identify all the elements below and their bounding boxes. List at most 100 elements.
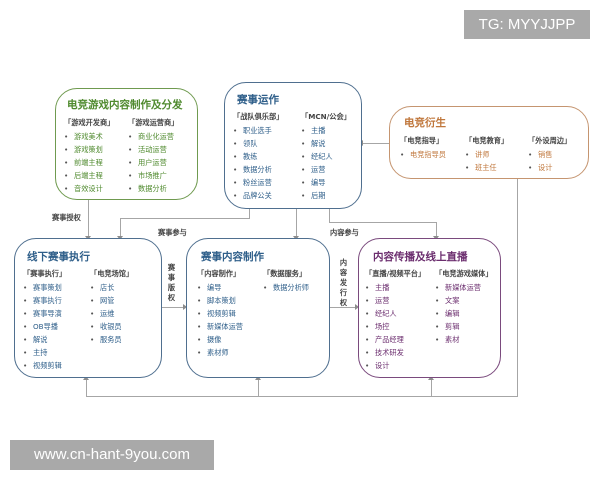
box-event-ops: 赛事运作 「战队俱乐部」 职业选手 领队 教练 数据分析 粉丝运营 品牌公关 「… bbox=[224, 82, 362, 209]
column-education: 「电竞教育」 讲师 班主任 bbox=[465, 134, 508, 174]
list-item: 服务员 bbox=[90, 333, 133, 346]
connector-derivatives-down bbox=[517, 178, 518, 397]
list-item: 后期 bbox=[301, 189, 351, 202]
arrow-right-icon bbox=[183, 304, 187, 310]
arrow-up-icon bbox=[255, 376, 261, 380]
column-streaming-platform: 「直播/视频平台」 主播 运营 经纪人 场控 产品经理 技术研发 设计 bbox=[365, 267, 425, 372]
box-title: 赛事内容制作 bbox=[201, 251, 264, 263]
list-item: 编导 bbox=[301, 176, 351, 189]
list-item: 赛事策划 bbox=[23, 281, 66, 294]
column-header: 「外设周边」 bbox=[528, 136, 572, 145]
list-item: 班主任 bbox=[465, 161, 508, 174]
list-item: 主播 bbox=[365, 281, 425, 294]
list-item: 文案 bbox=[435, 294, 493, 307]
list-item: 粉丝运营 bbox=[233, 176, 283, 189]
column-data-service: 「数据服务」 数据分析师 bbox=[263, 267, 309, 294]
column-header: 「电竞游戏媒体」 bbox=[435, 269, 493, 278]
box-game-content: 电竞游戏内容制作及分发 「游戏开发商」 游戏美术 游戏策划 前端主程 后端主程 … bbox=[55, 88, 198, 200]
connector-bus-distribution bbox=[431, 378, 432, 397]
list-item: 前端主程 bbox=[64, 156, 114, 169]
list-item: 游戏策划 bbox=[64, 143, 114, 156]
list-item: 产品经理 bbox=[365, 333, 425, 346]
list-item: 职业选手 bbox=[233, 124, 283, 137]
watermark-top-right: TG: MYYJJPP bbox=[464, 10, 590, 39]
list-item: 活动运营 bbox=[128, 143, 178, 156]
column-mcn: 「MCN/公会」 主播 解说 经纪人 运营 编导 后期 bbox=[301, 110, 351, 202]
connector-participation-v2 bbox=[120, 218, 121, 238]
list-item: 数据分析 bbox=[128, 182, 178, 195]
column-header: 「数据服务」 bbox=[263, 269, 307, 278]
list-item: 素材师 bbox=[197, 346, 243, 359]
list-item: 视频剪辑 bbox=[23, 359, 66, 372]
list-item: 教练 bbox=[233, 150, 283, 163]
list-item: 脚本策划 bbox=[197, 294, 243, 307]
column-peripherals: 「外设周边」 销售 设计 bbox=[528, 134, 571, 174]
connector-bottom-bus bbox=[86, 396, 518, 397]
list-item: 主播 bbox=[301, 124, 351, 137]
list-item: 解说 bbox=[23, 333, 66, 346]
column-event-execution: 「赛事执行」 赛事策划 赛事执行 赛事导演 OB导播 解说 主持 视频剪辑 bbox=[23, 267, 66, 372]
column-header: 「电竞教育」 bbox=[465, 136, 509, 145]
label-event-license: 赛事授权 bbox=[52, 213, 81, 222]
connector-participation-v1 bbox=[249, 208, 250, 218]
list-item: 领队 bbox=[233, 137, 283, 150]
list-item: 运维 bbox=[90, 307, 133, 320]
list-item: 讲师 bbox=[465, 148, 508, 161]
list-item: 技术研发 bbox=[365, 346, 425, 359]
column-content-production: 「内容制作」 编导 脚本策划 视频剪辑 新媒体运营 摄像 素材师 bbox=[197, 267, 243, 359]
label-distribution-rights: 内容发行权 bbox=[339, 258, 348, 307]
list-item: 新媒体运营 bbox=[197, 320, 243, 333]
connector-content-participation-h bbox=[329, 222, 437, 223]
list-item: 赛事导演 bbox=[23, 307, 66, 320]
list-item: 用户运营 bbox=[128, 156, 178, 169]
box-event-content: 赛事内容制作 「内容制作」 编导 脚本策划 视频剪辑 新媒体运营 摄像 素材师 … bbox=[186, 238, 330, 378]
list-item: 素材 bbox=[435, 333, 493, 346]
list-item: 商业化运营 bbox=[128, 130, 178, 143]
column-game-media: 「电竞游戏媒体」 新媒体运营 文案 编辑 剪辑 素材 bbox=[435, 267, 493, 346]
label-event-rights: 赛事版权 bbox=[167, 263, 176, 302]
column-header: 「直播/视频平台」 bbox=[365, 269, 426, 278]
list-item: 品牌公关 bbox=[233, 189, 283, 202]
list-item: 解说 bbox=[301, 137, 351, 150]
column-header: 「游戏运营商」 bbox=[128, 118, 179, 127]
box-derivatives: 电竞衍生 「电竞指导」 电竞指导员 「电竞教育」 讲师 班主任 「外设周边」 销… bbox=[389, 106, 589, 179]
connector-license bbox=[88, 197, 89, 238]
arrow-up-icon bbox=[428, 376, 434, 380]
connector-derivatives-ops bbox=[362, 143, 389, 144]
box-title: 赛事运作 bbox=[237, 94, 279, 106]
list-item: 后端主程 bbox=[64, 169, 114, 182]
box-distribution: 内容传播及线上直播 「直播/视频平台」 主播 运营 经纪人 场控 产品经理 技术… bbox=[358, 238, 501, 378]
column-header: 「游戏开发商」 bbox=[64, 118, 115, 127]
watermark-bottom-left: www.cn-hant-9you.com bbox=[10, 440, 214, 470]
column-game-developer: 「游戏开发商」 游戏美术 游戏策划 前端主程 后端主程 音效设计 bbox=[64, 116, 114, 195]
list-item: 收银员 bbox=[90, 320, 133, 333]
list-item: 网管 bbox=[90, 294, 133, 307]
list-item: 剪辑 bbox=[435, 320, 493, 333]
list-item: 店长 bbox=[90, 281, 133, 294]
label-content-participation: 内容参与 bbox=[330, 228, 359, 237]
list-item: OB导播 bbox=[23, 320, 66, 333]
column-header: 「电竞场馆」 bbox=[90, 269, 134, 278]
list-item: 数据分析师 bbox=[263, 281, 309, 294]
box-title: 电竞衍生 bbox=[404, 117, 446, 129]
connector-distribution-rights bbox=[330, 307, 357, 308]
list-item: 游戏美术 bbox=[64, 130, 114, 143]
arrow-up-icon bbox=[83, 376, 89, 380]
connector-bus-offline bbox=[86, 378, 87, 397]
list-item: 音效设计 bbox=[64, 182, 114, 195]
list-item: 设计 bbox=[365, 359, 425, 372]
list-item: 经纪人 bbox=[365, 307, 425, 320]
column-header: 「赛事执行」 bbox=[23, 269, 67, 278]
list-item: 运营 bbox=[365, 294, 425, 307]
list-item: 视频剪辑 bbox=[197, 307, 243, 320]
connector-ops-content bbox=[296, 208, 297, 238]
box-title: 内容传播及线上直播 bbox=[373, 251, 468, 263]
column-game-operator: 「游戏运营商」 商业化运营 活动运营 用户运营 市场推广 数据分析 bbox=[128, 116, 178, 195]
list-item: 赛事执行 bbox=[23, 294, 66, 307]
label-event-participation: 赛事参与 bbox=[158, 228, 187, 237]
column-header: 「战队俱乐部」 bbox=[233, 112, 284, 121]
box-offline-events: 线下赛事执行 「赛事执行」 赛事策划 赛事执行 赛事导演 OB导播 解说 主持 … bbox=[14, 238, 162, 378]
list-item: 编导 bbox=[197, 281, 243, 294]
column-header: 「内容制作」 bbox=[197, 269, 241, 278]
connector-participation-h bbox=[120, 218, 250, 219]
